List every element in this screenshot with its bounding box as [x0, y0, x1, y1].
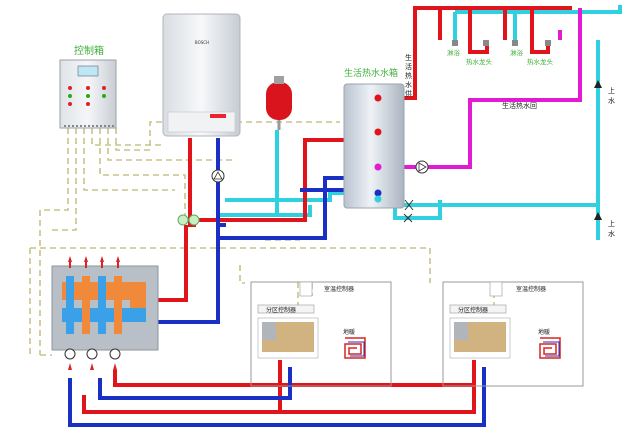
- valve-icon: [403, 199, 414, 223]
- cold-inlet-label: 上: [608, 219, 615, 228]
- faucet-label-2: 热水龙头: [527, 57, 554, 66]
- dhw-supply-char: 供: [405, 89, 412, 98]
- wall-boiler[interactable]: BOSCH: [162, 13, 241, 137]
- shower-label-2: 淋浴: [510, 48, 524, 57]
- hydraulic-module[interactable]: [51, 256, 159, 351]
- dhw-return-line: [382, 8, 582, 169]
- floor-label-1: 地暖: [343, 328, 355, 336]
- room-ctrl-label-2: 室温控制器: [516, 285, 546, 293]
- arrow-up-icon: [594, 80, 602, 88]
- dhw-supply-char: 热: [405, 71, 412, 80]
- tank-label: 生活热水水箱: [344, 67, 398, 79]
- dhw-return-label: 生活热水回: [502, 101, 537, 110]
- fixtures: [452, 40, 551, 46]
- dhw-supply-label: 生 活 热 水 供: [405, 53, 412, 98]
- circulation-pump-icon: [211, 169, 225, 183]
- zone-2: [442, 281, 584, 387]
- control-box-label: 控制箱: [74, 44, 104, 57]
- three-way-valve-icon: [177, 214, 200, 226]
- shower-label-1: 淋浴: [447, 48, 461, 57]
- faucet-label-1: 热水龙头: [466, 57, 493, 66]
- zone-ctrl-label-2: 分区控制器: [458, 306, 488, 314]
- cold-inlet-label: 水: [608, 96, 615, 105]
- dhw-supply-char: 水: [405, 80, 412, 89]
- dhw-supply-char: 活: [405, 62, 412, 71]
- room-ctrl-label-1: 室温控制器: [324, 285, 354, 293]
- control-box[interactable]: [59, 59, 117, 129]
- zone-1: [250, 281, 392, 387]
- dhw-pump-icon: [415, 160, 429, 174]
- expansion-tank: [266, 76, 292, 130]
- cold-inlet-label: 水: [608, 229, 615, 238]
- arrow-up-icon: [594, 212, 602, 220]
- boiler-brand: BOSCH: [195, 40, 209, 45]
- dhw-supply-char: 生: [405, 53, 412, 62]
- cold-inlet-label: 上: [608, 86, 615, 95]
- hot-water-tank[interactable]: [343, 83, 405, 209]
- return-lines: [68, 138, 486, 427]
- zone-ctrl-label-1: 分区控制器: [266, 306, 296, 314]
- floor-label-2: 地暖: [538, 328, 550, 336]
- module-pump-icons: [64, 348, 121, 370]
